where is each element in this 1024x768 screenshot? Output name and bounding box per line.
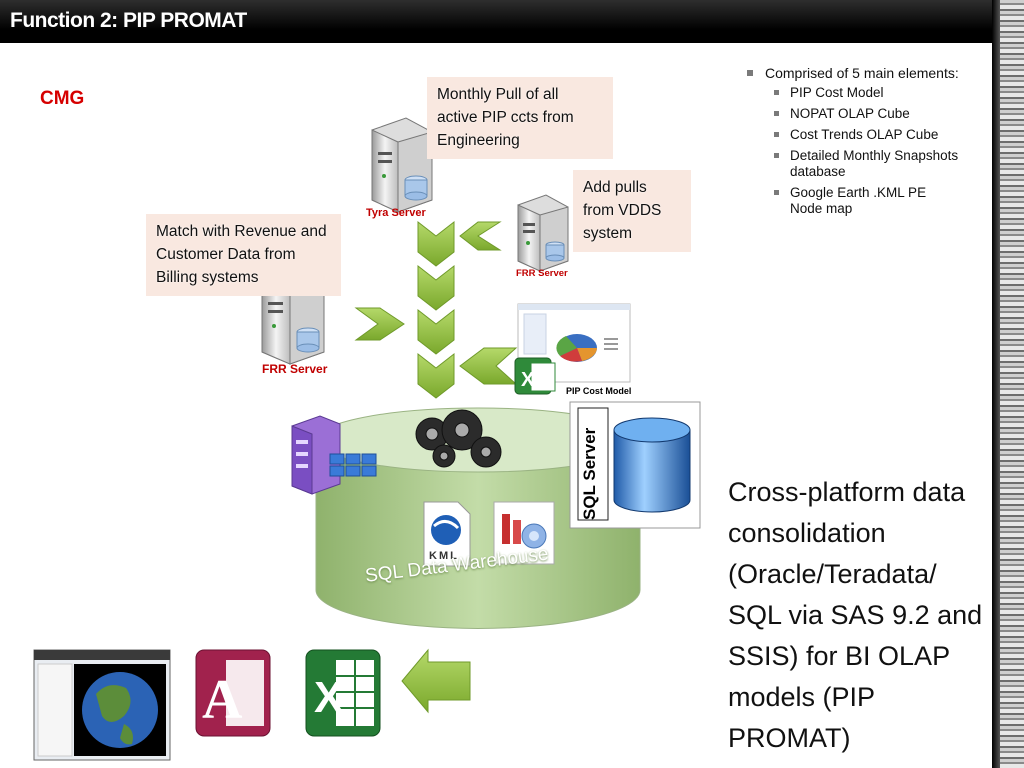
tyra-server-label: Tyra Server [366, 207, 426, 219]
cube-icon [291, 415, 377, 495]
google-earth-icon [423, 501, 471, 567]
bullet-main: Comprised of 5 main elements: PIP Cost M… [745, 65, 960, 217]
bullet-item: NOPAT OLAP Cube [765, 106, 960, 122]
svg-text:X: X [521, 369, 535, 391]
sql-server-icon [569, 401, 701, 529]
frr-server-label-left: FRR Server [262, 362, 328, 376]
callout-engineering: Monthly Pull of all active PIP ccts from… [427, 77, 613, 159]
server-icon [517, 194, 569, 272]
callout-vdds: Add pulls from VDDS system [573, 170, 691, 252]
callout-billing: Match with Revenue and Customer Data fro… [146, 214, 341, 296]
left-arrow-to-excel [401, 648, 471, 714]
cmg-label: CMG [40, 88, 85, 109]
frr-server-label-right: FRR Server [516, 268, 568, 279]
sql-server-text: SQL Server [580, 427, 599, 520]
title-bar: Function 2: PIP PROMAT [0, 0, 992, 43]
svg-text:A: A [202, 669, 243, 731]
bullet-main-text: Comprised of 5 main elements: [765, 65, 959, 81]
bullet-item: PIP Cost Model [765, 85, 960, 101]
google-earth-app-screenshot [33, 649, 171, 761]
left-arrow-from-pip [459, 347, 518, 385]
excel-icon: X [514, 357, 556, 395]
bullet-item: Google Earth .KML PE Node map [765, 185, 960, 217]
access-icon: A [195, 649, 271, 737]
left-chevron-from-frr [459, 221, 502, 251]
flow-diagram: X [33, 117, 701, 761]
bullet-item: Cost Trends OLAP Cube [765, 127, 960, 143]
gears-icon [415, 409, 502, 468]
summary-text: Cross-platform data consolidation (Oracl… [728, 477, 983, 753]
kml-text: KML [429, 550, 459, 562]
svg-text:X: X [314, 673, 343, 722]
server-icon [371, 117, 433, 213]
down-chevron-arrows [417, 220, 455, 399]
pip-cost-model-caption: PIP Cost Model [566, 386, 632, 396]
excel-icon: X [305, 649, 381, 737]
right-chevron-from-billing [354, 307, 405, 341]
bullet-item: Detailed Monthly Snapshots database [765, 148, 960, 180]
elements-bullet-list: Comprised of 5 main elements: PIP Cost M… [745, 65, 960, 222]
pip-cost-model-thumbnail [517, 303, 631, 383]
decorative-film-strip [992, 0, 1024, 768]
olap-icon [493, 501, 555, 565]
slide-title: Function 2: PIP PROMAT [10, 9, 247, 32]
